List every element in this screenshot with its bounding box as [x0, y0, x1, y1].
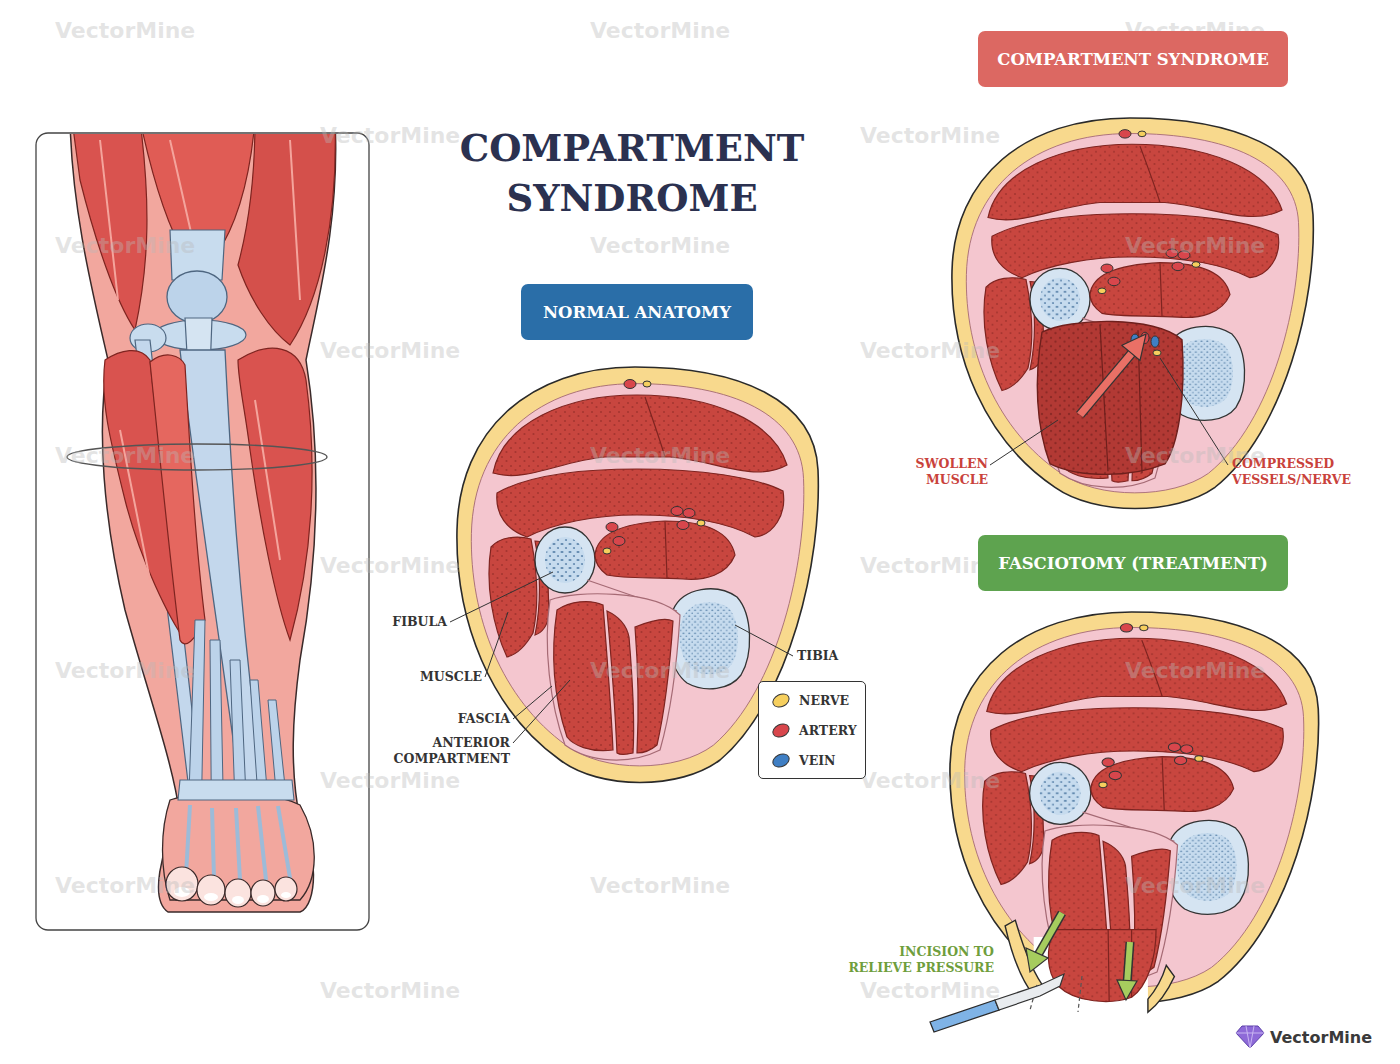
legend-row: ARTERY: [772, 720, 857, 740]
legend-text: NERVE: [799, 693, 849, 708]
watermark: VectorMine: [320, 978, 460, 1004]
watermark: VectorMine: [1125, 873, 1265, 899]
panel-header: FASCIOTOMY (TREATMENT): [978, 535, 1288, 591]
incision-arrows: [1026, 913, 1137, 1012]
watermark: VectorMine: [860, 978, 1000, 1004]
legend-swatch: [770, 720, 792, 739]
watermark: VectorMine: [1125, 233, 1265, 259]
watermark: VectorMine: [590, 18, 730, 44]
legend-row: VEIN: [772, 750, 836, 770]
watermark: VectorMine: [590, 233, 730, 259]
part-label: COMPRESSED VESSELS/NERVE: [1232, 456, 1372, 488]
header-text: COMPARTMENT SYNDROME: [997, 50, 1268, 69]
legend-swatch: [770, 750, 792, 769]
watermark: VectorMine: [55, 233, 195, 259]
leg-illustration: [36, 120, 369, 930]
part-label: SWOLLEN MUSCLE: [893, 456, 988, 488]
watermark: VectorMine: [320, 768, 460, 794]
diagram-title: COMPARTMENT SYNDROME: [442, 123, 822, 223]
brand-logo: VectorMine: [1270, 1028, 1372, 1048]
watermark: VectorMine: [320, 338, 460, 364]
watermark: VectorMine: [860, 338, 1000, 364]
logo-icon: [1236, 1026, 1264, 1048]
part-label: MUSCLE: [392, 669, 482, 685]
watermark: VectorMine: [860, 768, 1000, 794]
watermark: VectorMine: [320, 123, 460, 149]
watermark: VectorMine: [590, 443, 730, 469]
part-label: ANTERIOR COMPARTMENT: [385, 735, 510, 767]
legend-box: NERVE ARTERY VEIN: [758, 681, 866, 779]
legend-text: ARTERY: [799, 723, 857, 738]
fasciotomy-cross-section: [950, 612, 1319, 1024]
panel-header: NORMAL ANATOMY: [521, 284, 753, 340]
part-label: FASCIA: [420, 711, 510, 727]
part-label: FIBULA: [357, 614, 447, 630]
part-label: INCISION TO RELIEVE PRESSURE: [844, 944, 994, 976]
header-text: FASCIOTOMY (TREATMENT): [998, 554, 1268, 573]
legend-text: VEIN: [799, 753, 836, 768]
panel-header: COMPARTMENT SYNDROME: [978, 31, 1288, 87]
legend-row: NERVE: [772, 690, 849, 710]
watermark: VectorMine: [55, 873, 195, 899]
legend-swatch: [770, 690, 792, 709]
watermark: VectorMine: [1125, 658, 1265, 684]
watermark: VectorMine: [590, 873, 730, 899]
syndrome-cross-section: [952, 118, 1313, 509]
watermark: VectorMine: [55, 658, 195, 684]
watermark: VectorMine: [590, 658, 730, 684]
watermark: VectorMine: [55, 443, 195, 469]
watermark: VectorMine: [55, 18, 195, 44]
watermark: VectorMine: [320, 553, 460, 579]
part-label: TIBIA: [797, 648, 887, 664]
header-text: NORMAL ANATOMY: [543, 303, 731, 322]
watermark: VectorMine: [860, 123, 1000, 149]
